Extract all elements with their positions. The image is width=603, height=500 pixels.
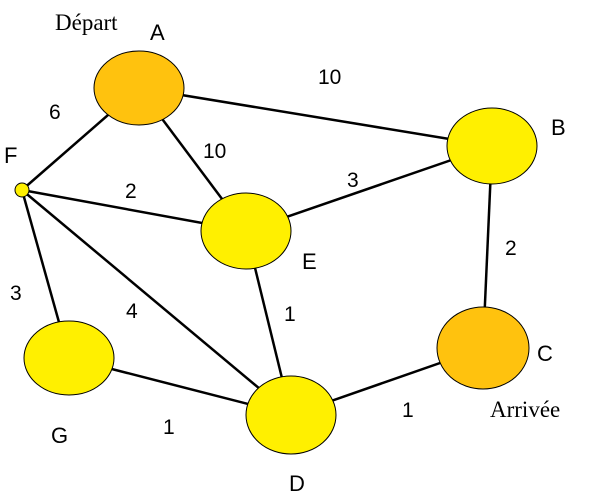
edge-weight-a-f: 6: [49, 101, 61, 124]
node-label-c: C: [537, 341, 553, 366]
edge-weight-g-d: 1: [163, 416, 175, 439]
edge-weight-d-c: 1: [402, 399, 414, 422]
node-d: [245, 375, 337, 455]
edge-weight-a-b: 10: [318, 66, 341, 89]
labels-layer: 10 6 10 2 3 2 3 4 1 1 1 A B C D E F G: [4, 20, 566, 496]
edge-weight-f-g: 3: [10, 282, 22, 305]
node-label-b: B: [551, 115, 566, 140]
edge-weight-e-d: 1: [284, 303, 296, 326]
nodes-layer: [14, 50, 538, 455]
node-f: [14, 182, 30, 198]
node-label-e: E: [302, 249, 317, 274]
node-label-f: F: [4, 143, 17, 168]
end-annotation: Arrivée: [490, 397, 560, 422]
edge-weight-b-c: 2: [505, 237, 517, 260]
edge-weight-f-d: 4: [126, 300, 138, 323]
node-a: [93, 50, 185, 126]
node-label-a: A: [150, 20, 165, 45]
node-label-g: G: [51, 423, 68, 448]
node-b: [446, 107, 538, 185]
edge-f-d: [21, 189, 292, 416]
node-c: [436, 306, 530, 390]
edge-weight-f-e: 2: [125, 180, 137, 203]
node-label-d: D: [289, 471, 305, 496]
start-annotation: Départ: [55, 10, 118, 35]
edge-weight-e-b: 3: [347, 169, 359, 192]
node-e: [200, 192, 292, 270]
edge-weight-a-e: 10: [203, 140, 226, 163]
edge-a-b: [138, 86, 493, 148]
node-g: [23, 320, 115, 396]
